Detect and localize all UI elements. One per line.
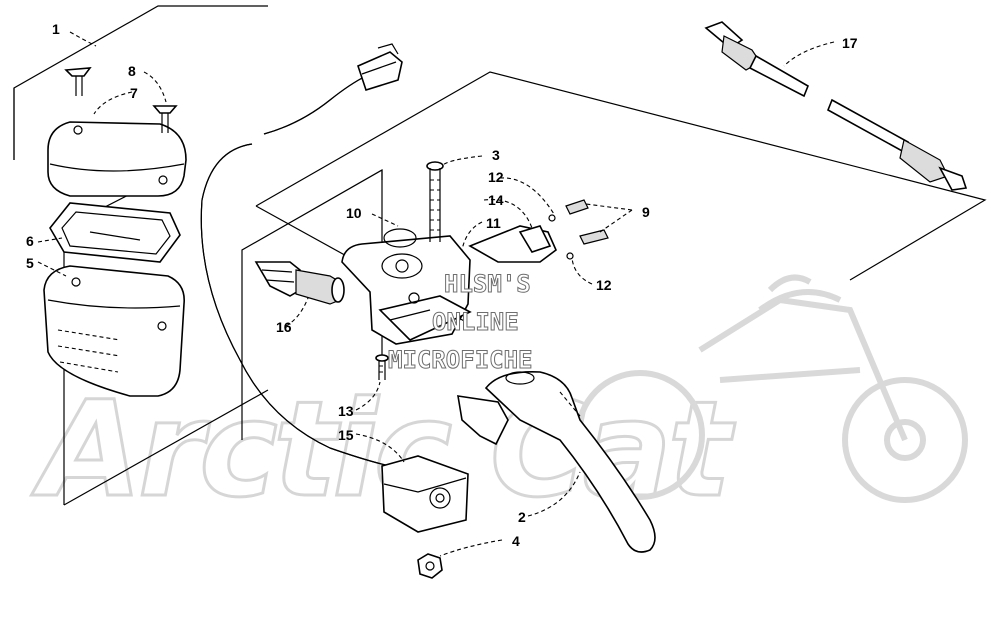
callouts: 1 2 3 4 5 6 7 8 9 10 11 12 12 13 14 15 1… — [26, 21, 858, 549]
brake-line — [200, 75, 399, 469]
mount-screw — [375, 354, 389, 380]
microfiche-watermark: HLSM'S ONLINE MICROFICHE — [388, 270, 534, 375]
reservoir-cover — [47, 121, 187, 197]
brake-switch — [381, 455, 469, 533]
wire-connector — [357, 43, 403, 91]
plunger-piston — [254, 261, 345, 305]
callout-14: 14 — [488, 192, 504, 208]
callout-7: 7 — [130, 85, 138, 101]
hex-nut — [417, 553, 443, 579]
cable-17 — [704, 21, 968, 191]
callout-17: 17 — [842, 35, 858, 51]
callout-10: 10 — [346, 205, 362, 221]
callout-11: 11 — [486, 215, 501, 231]
callout-16: 16 — [276, 319, 292, 335]
callout-3: 3 — [492, 147, 500, 163]
callout-8: 8 — [128, 63, 136, 79]
watermark-line-3: MICROFICHE — [388, 346, 533, 374]
long-bolt — [426, 161, 444, 242]
callout-12-top: 12 — [488, 169, 504, 185]
watermark-line-1: HLSM'S — [444, 270, 531, 298]
callout-4: 4 — [512, 533, 520, 549]
brand-watermark-text: Arctic Cat — [31, 373, 736, 527]
brand-watermark: Arctic Cat — [30, 274, 968, 529]
reservoir-body — [43, 265, 185, 397]
small-fasteners — [518, 199, 609, 260]
callout-13: 13 — [338, 403, 354, 419]
callout-12-bottom: 12 — [596, 277, 612, 293]
callout-5: 5 — [26, 255, 34, 271]
watermark-line-2: ONLINE — [432, 308, 519, 336]
master-cylinder-housing — [341, 225, 557, 345]
leader-lines — [37, 31, 835, 557]
o-ring — [383, 228, 417, 248]
brake-lever — [457, 371, 656, 553]
reservoir-gasket — [49, 202, 181, 263]
callout-6: 6 — [26, 233, 34, 249]
callout-9: 9 — [642, 204, 650, 220]
cover-screws — [64, 67, 178, 133]
callout-15: 15 — [338, 427, 354, 443]
callout-2: 2 — [518, 509, 526, 525]
callout-1: 1 — [52, 21, 60, 37]
